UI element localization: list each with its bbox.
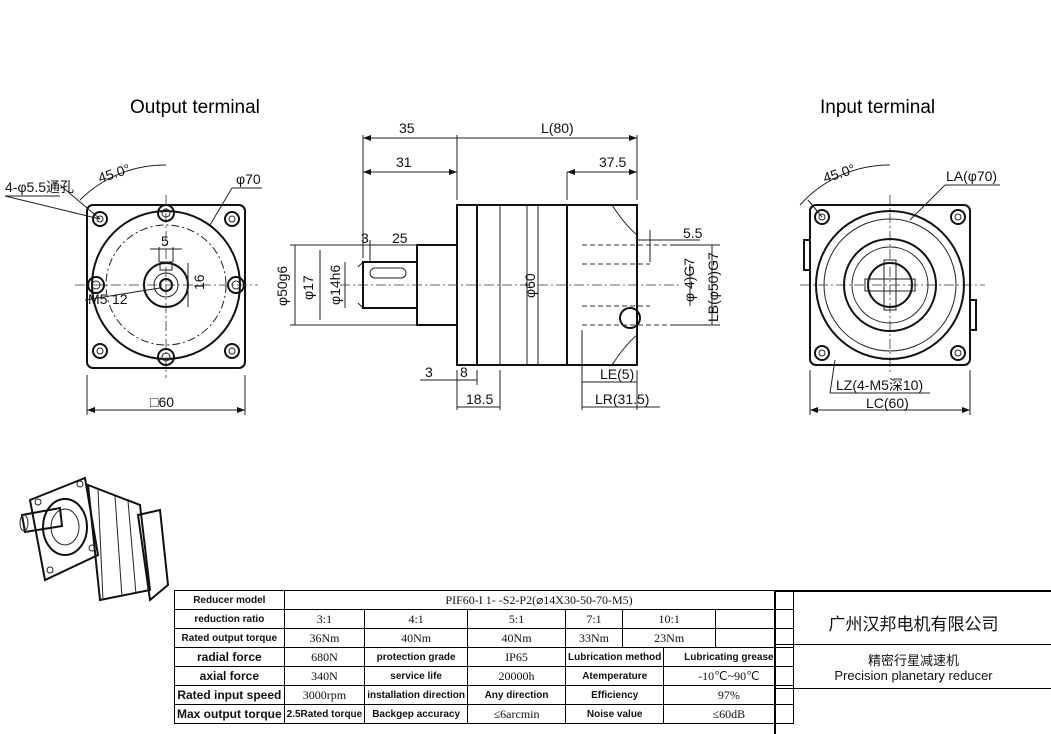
pcd-label: φ70 <box>236 171 261 187</box>
speed-value: 3000rpm <box>283 685 366 705</box>
input-end-view: 45.0° LA(φ70) LZ(4-M5深10) LC(60) <box>799 160 1000 415</box>
side-view: L(80) 35 31 37.5 3 25 5.5 φ50g6 φ17 φ14h… <box>274 120 721 410</box>
protection-label: protection grade <box>364 647 469 667</box>
radial-label: radial force <box>174 647 285 667</box>
output-end-view: 45.0° 4-φ5.5通孔 φ70 5 16 M5 12 □60 <box>4 160 262 415</box>
ratio-cell: 10:1 <box>621 609 717 629</box>
lr-label: LR(31.5) <box>595 391 649 407</box>
axial-value: 340N <box>283 666 366 686</box>
model-label: Reducer model <box>174 590 285 610</box>
spec-row-radial: radial force 680N protection grade IP65 … <box>174 647 795 667</box>
protection-value: IP65 <box>467 647 567 667</box>
noise-label: Noise value <box>565 704 665 724</box>
input-angle-label: 45.0° <box>821 160 857 185</box>
life-label: service life <box>364 666 469 686</box>
bore-dia-label: φ 4)G7 <box>681 258 697 302</box>
ratio-cell: 5:1 <box>467 609 567 629</box>
radial-value: 680N <box>283 647 366 667</box>
spec-row-model: Reducer model PIF60-I 1- -S2-P2(⌀14X30-5… <box>174 590 795 610</box>
torque-label: Rated output torque <box>174 628 285 648</box>
tap-depth-label: 12 <box>112 291 128 307</box>
dim-37-5-label: 37.5 <box>599 154 626 170</box>
key-width-label: 5 <box>161 233 169 249</box>
square-label: □60 <box>150 394 174 410</box>
product-name-en: Precision planetary reducer <box>834 668 993 683</box>
max-torque-value: 2.5Rated torque <box>283 704 366 724</box>
eff-label: Efficiency <box>565 685 665 705</box>
dim-8-label: 8 <box>460 364 468 380</box>
dim-3-bottom-label: 3 <box>425 364 433 380</box>
la-label: LA(φ70) <box>946 168 997 184</box>
dim-31-label: 31 <box>396 154 412 170</box>
lb-dia-label: LB(φ50)G7 <box>705 252 721 322</box>
speed-label: Rated input speed <box>174 685 285 705</box>
spec-row-torque: Rated output torque 36Nm 40Nm 40Nm 33Nm … <box>174 628 795 648</box>
temp-label: Atemperature <box>565 666 665 686</box>
title-block: 广州汉邦电机有限公司 精密行星减速机 Precision planetary r… <box>774 590 1051 734</box>
mounting-holes-label: 4-φ5.5通孔 <box>5 179 74 195</box>
company-name: 广州汉邦电机有限公司 <box>828 615 999 634</box>
spigot-dia-label: φ50g6 <box>274 266 290 306</box>
spec-table: Reducer model PIF60-I 1- -S2-P2(⌀14X30-5… <box>174 590 795 724</box>
product-name-cn: 精密行星减速机 <box>867 653 959 668</box>
le-label: LE(5) <box>600 366 634 382</box>
output-angle-label: 45.0° <box>96 160 132 185</box>
body-dia-label: φ60 <box>522 273 538 298</box>
gearbox-isometric-illustration <box>19 476 170 602</box>
lc-label: LC(60) <box>866 395 909 411</box>
tap-label: M5 <box>88 291 108 307</box>
max-torque-label: Max output torque <box>174 704 285 724</box>
install-value: Any direction <box>467 685 567 705</box>
shaft-height-label: 16 <box>191 274 207 290</box>
ratio-cell: 7:1 <box>565 609 623 629</box>
lub-method-label: Lubrication method <box>565 647 665 667</box>
ratio-cell: 3:1 <box>283 609 366 629</box>
torque-cell: 40Nm <box>467 628 567 648</box>
dim-35-label: 35 <box>399 120 415 136</box>
spec-row-speed: Rated input speed 3000rpm installation d… <box>174 685 795 705</box>
install-label: installation direction <box>364 685 469 705</box>
torque-cell: 23Nm <box>621 628 717 648</box>
title-block-divider <box>776 644 1051 645</box>
backlash-value: ≤6arcmin <box>467 704 567 724</box>
torque-cell: 40Nm <box>364 628 469 648</box>
life-value: 20000h <box>467 666 567 686</box>
lz-label: LZ(4-M5深10) <box>836 377 923 393</box>
length-label: L(80) <box>541 120 574 136</box>
output-terminal-label: Output terminal <box>130 97 260 118</box>
spec-row-axial: axial force 340N service life 20000h Ate… <box>174 666 795 686</box>
input-terminal-label: Input terminal <box>820 97 935 118</box>
model-value: PIF60-I 1- -S2-P2(⌀14X30-50-70-M5) <box>283 590 795 610</box>
axial-label: axial force <box>174 666 285 686</box>
title-block-divider <box>776 688 1051 689</box>
spec-row-max-torque: Max output torque 2.5Rated torque Backge… <box>174 704 795 724</box>
dim-18-5-label: 18.5 <box>466 391 493 407</box>
shaft-dia-label: φ14h6 <box>327 265 343 305</box>
noise-value: ≤60dB <box>663 704 795 724</box>
dim-25-label: 25 <box>392 230 408 246</box>
torque-cell: 33Nm <box>565 628 623 648</box>
dim-5-5-label: 5.5 <box>683 225 703 241</box>
spec-row-ratio: reduction ratio 3:1 4:1 5:1 7:1 10:1 <box>174 609 795 629</box>
ratio-label: reduction ratio <box>174 609 285 629</box>
dia-17-label: φ17 <box>300 275 316 300</box>
backlash-label: Backgep accuracy <box>364 704 469 724</box>
torque-cell: 36Nm <box>283 628 366 648</box>
dim-3-top-label: 3 <box>361 230 369 246</box>
ratio-cell: 4:1 <box>364 609 469 629</box>
